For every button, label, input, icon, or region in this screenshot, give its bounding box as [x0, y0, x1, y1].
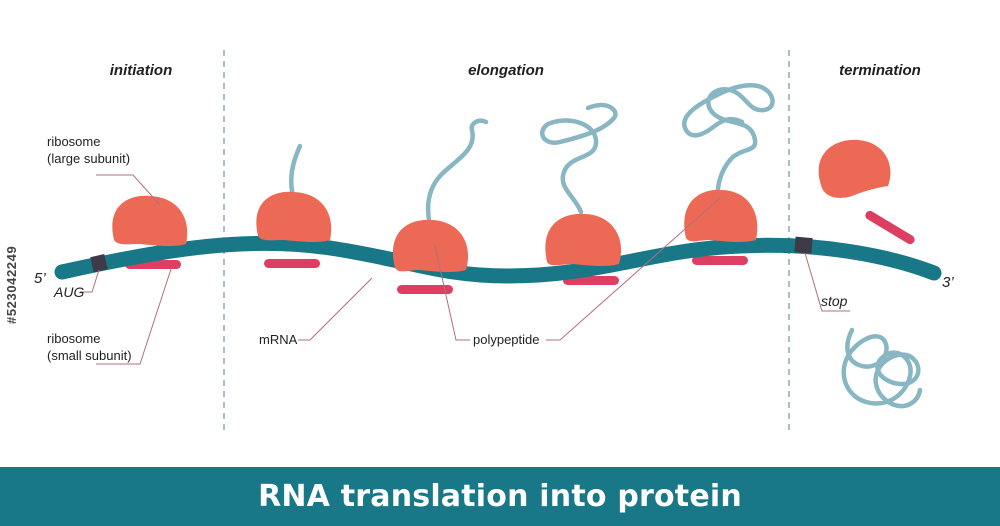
aug-codon: [90, 254, 108, 273]
leader-ribosome-small: [96, 265, 173, 365]
leader-ribosome-large: [96, 174, 161, 206]
leader-polypeptide-right: [546, 197, 721, 341]
label-aug: AUG: [53, 284, 84, 300]
large-subunit-elong-2: [392, 219, 469, 273]
large-subunit-initiation: [112, 195, 188, 247]
leader-lines: [80, 174, 850, 365]
label-ribosome-large-line2: (large subunit): [47, 151, 130, 166]
stock-image-id: #523042249: [4, 245, 19, 324]
polypeptide-chain-4: [682, 82, 775, 208]
large-subunit-elong-1: [256, 191, 332, 243]
phase-heading-initiation: initiation: [110, 62, 173, 79]
large-subunits: [112, 139, 891, 273]
phase-heading-elongation: elongation: [468, 62, 544, 79]
phase-heading-termination: termination: [839, 62, 921, 79]
title-banner: RNA translation into protein: [0, 467, 1000, 526]
small-subunit-released: [865, 210, 915, 245]
leader-aug: [80, 269, 100, 293]
label-stop: stop: [821, 293, 848, 309]
polypeptide-chain-2: [425, 118, 489, 243]
large-subunit-released: [818, 139, 891, 198]
leader-mrna: [298, 277, 373, 341]
leader-stop: [804, 252, 850, 312]
small-subunit-elong-4: [692, 256, 748, 265]
label-ribosome-large-line1: ribosome: [47, 134, 100, 149]
label-mrna: mRNA: [259, 332, 298, 347]
label-ribosome-small-line1: ribosome: [47, 331, 100, 346]
large-subunit-elong-3: [545, 213, 622, 267]
label-ribosome-small-line2: (small subunit): [47, 348, 132, 363]
page-title: RNA translation into protein: [258, 479, 742, 514]
label-polypeptide: polypeptide: [473, 332, 540, 347]
stop-codon: [794, 236, 813, 254]
polypeptide-chain-3: [540, 102, 618, 215]
leader-polypeptide-left: [434, 245, 470, 341]
polypeptide-folded-protein: [841, 327, 923, 409]
label-five-prime: 5’: [34, 270, 46, 287]
small-subunit-elong-1: [264, 259, 320, 268]
large-subunit-elong-4: [684, 189, 758, 243]
small-subunit-elong-2: [397, 285, 453, 294]
label-three-prime: 3’: [942, 274, 954, 291]
